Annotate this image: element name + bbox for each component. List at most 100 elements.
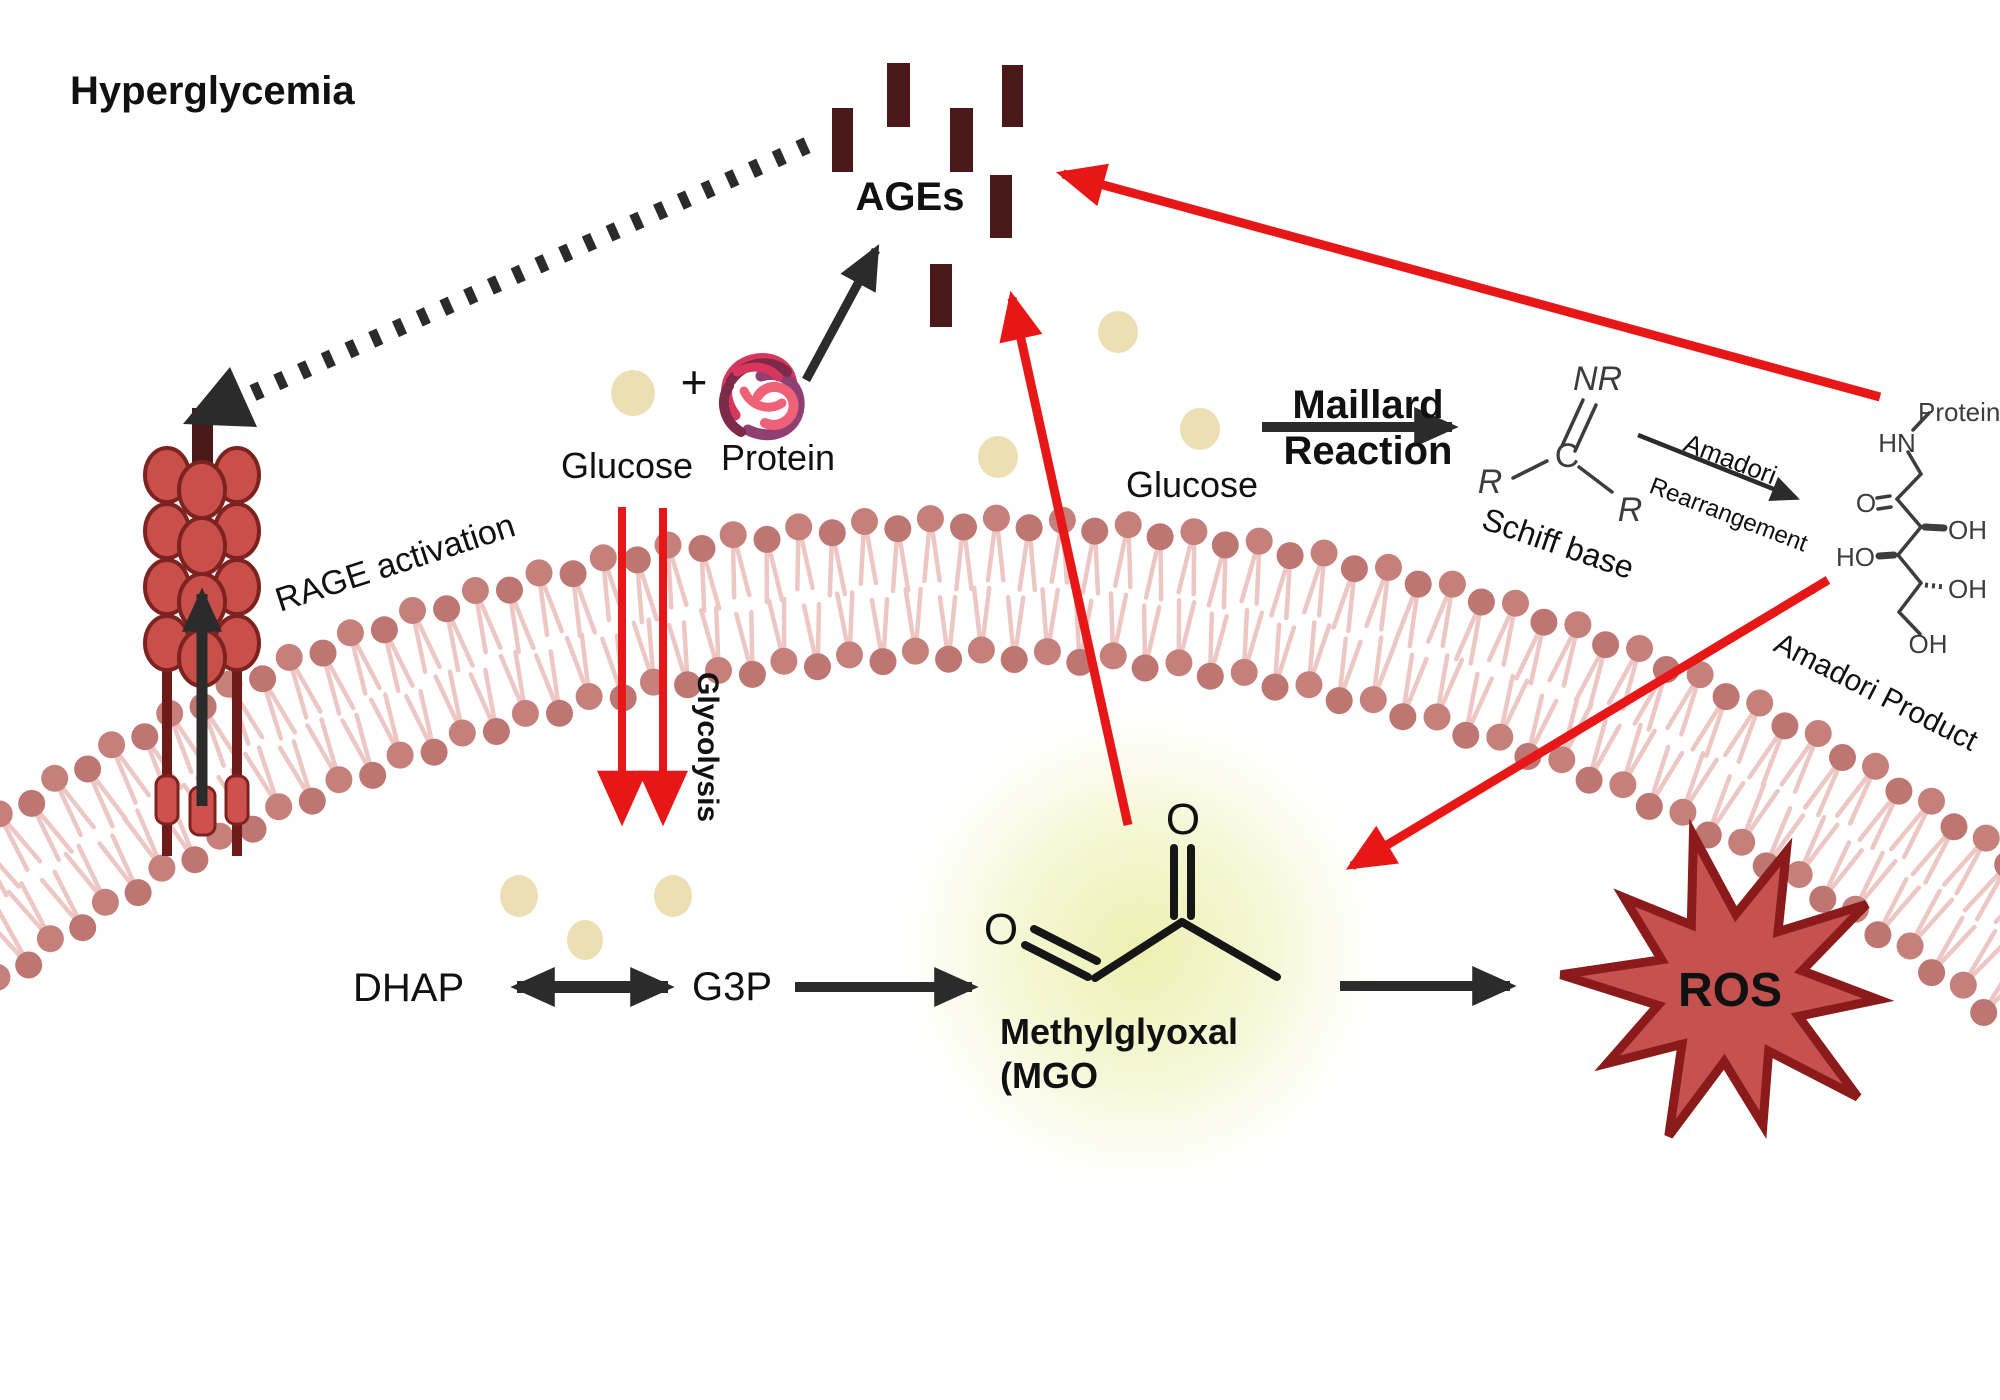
lipid-tail <box>1310 623 1332 676</box>
lipid-head <box>1864 921 1892 949</box>
lipid-tail <box>1468 611 1482 666</box>
lipid-tail <box>1346 578 1356 634</box>
lipid-head <box>1712 683 1740 711</box>
lipid-tail <box>766 598 784 652</box>
lipid-head <box>41 764 69 792</box>
lipid-tail <box>1779 740 1814 787</box>
lipid-tail <box>418 689 434 743</box>
lipid-tail <box>815 602 822 657</box>
age-particle <box>1002 65 1023 127</box>
amadori-oh3-label: OH <box>1909 629 1948 659</box>
lipid-head <box>18 789 46 817</box>
lipid-head <box>1000 646 1028 673</box>
schiff-base-caption: Schiff base <box>1478 501 1639 586</box>
lipid-tail <box>538 582 550 638</box>
lipid-head <box>950 513 977 541</box>
lipid-head <box>1015 514 1043 542</box>
lipid-tail <box>2 822 30 872</box>
lipid-head <box>1809 885 1837 913</box>
lipid-tail <box>1825 840 1852 891</box>
lipid-head <box>1375 553 1402 581</box>
lipid-head <box>1114 511 1142 539</box>
lipid-head <box>1340 555 1368 583</box>
lipid-head <box>1310 539 1338 567</box>
lipid-head <box>1486 723 1514 751</box>
lipid-head <box>1592 631 1620 659</box>
lipid-tail <box>564 635 587 688</box>
lipid-tail <box>579 632 591 687</box>
ros-burst <box>1559 818 1895 1140</box>
lipid-tail <box>1028 537 1038 593</box>
mgo-structure: O O <box>984 795 1281 982</box>
lipid-tail <box>449 617 475 668</box>
lipid-tail <box>666 622 687 676</box>
lipid-head <box>91 888 119 916</box>
lipid-tail <box>354 641 382 691</box>
lipid-head <box>0 964 11 991</box>
lipid-tail <box>1049 529 1063 584</box>
lipid-tail <box>1017 537 1030 592</box>
glucose-molecules <box>500 311 1220 960</box>
lipid-tail <box>1847 775 1874 826</box>
lipid-tail <box>646 617 656 673</box>
lipid-head <box>386 741 414 769</box>
lipid-tail <box>1993 914 2000 925</box>
lipid-tail <box>1331 577 1353 630</box>
lipid-head <box>1885 777 1913 805</box>
lipid-head <box>0 800 13 828</box>
age-particle <box>887 63 910 127</box>
lipid-tail <box>478 599 503 651</box>
schiff-c-label: C <box>1555 437 1580 475</box>
dashed-arrowhead <box>183 367 257 427</box>
lipid-head <box>884 515 912 543</box>
lipid-head <box>325 766 353 794</box>
lipid-tail <box>1646 678 1666 732</box>
lipid-tail <box>533 653 558 705</box>
lipid-tail <box>1974 874 2000 922</box>
lipid-tail <box>698 608 718 662</box>
amadori-hn-label: HN <box>1878 428 1916 458</box>
schiff-r-right-label: R <box>1618 491 1643 529</box>
lipid-head <box>1829 744 1856 771</box>
ros-label: ROS <box>1678 964 1782 1017</box>
glucose-molecule-dot <box>611 370 655 416</box>
mgo-name-line1: Methylglyoxal <box>1000 1011 1238 1052</box>
lipid-head <box>1609 771 1637 799</box>
lipid-tail <box>1712 780 1746 828</box>
age-particle <box>832 108 853 172</box>
lipid-head <box>359 761 387 789</box>
lipid-tail <box>433 674 460 725</box>
lipid-head <box>1575 766 1603 794</box>
lipid-tail <box>1760 735 1784 787</box>
glycolysis-label: Glycolysis <box>691 672 724 822</box>
lipid-tail <box>0 908 26 957</box>
lipid-tail <box>1687 757 1719 805</box>
lipid-tail <box>571 583 583 639</box>
lipid-tail <box>483 667 497 722</box>
lipid-tail <box>1375 639 1399 691</box>
lipid-tail <box>1916 897 1955 940</box>
lipid-tail <box>110 833 136 884</box>
protein-label: Protein <box>721 437 835 478</box>
lipid-tail <box>116 752 151 798</box>
lipid-head <box>1131 654 1159 682</box>
lipid-head <box>98 731 126 759</box>
lipid-tail <box>412 620 428 674</box>
lipid-tail <box>914 586 923 642</box>
lipid-tail <box>1528 631 1544 686</box>
lipid-tail <box>1047 587 1060 642</box>
lipid-head <box>559 560 587 588</box>
amadori-ho-label: HO <box>1836 542 1875 572</box>
lipid-head <box>36 925 64 953</box>
lipid-tail <box>1889 808 1926 852</box>
lipid-head <box>1785 861 1813 888</box>
lipid-head <box>1669 798 1697 826</box>
lipid-tail <box>6 889 45 933</box>
lipid-tail <box>548 649 561 704</box>
lipid-tail <box>1684 750 1706 804</box>
lipid-tail <box>1870 799 1897 851</box>
lipid-tail <box>39 877 77 921</box>
lipid-tail <box>1743 781 1767 834</box>
lipid-tail <box>384 639 401 693</box>
glucose-left-label: Glucose <box>561 445 693 486</box>
